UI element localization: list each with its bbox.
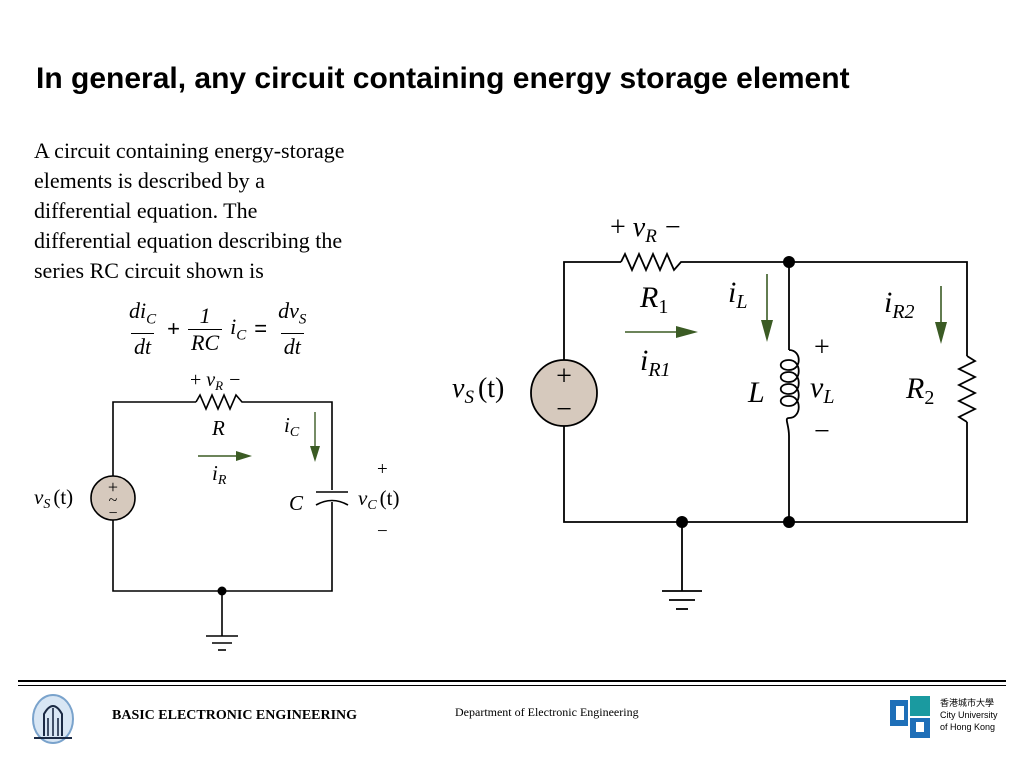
rl-wire-top-right: [688, 261, 968, 356]
rc-circuit-diagram: + ~ − +vR− R iC iR vS(t) C + vC(t) −: [34, 369, 400, 651]
rc-source-tilde: ~: [109, 492, 118, 509]
course-name: BASIC ELECTRONIC ENGINEERING: [112, 708, 358, 723]
rc-ground-node: [217, 586, 227, 596]
rc-vs-label: vS(t): [34, 485, 73, 512]
differential-equation: diC dt + 1 RC iC = dvS dt: [126, 298, 309, 360]
rl-ir2-label: iR2: [884, 286, 915, 323]
eq-lhs-den: dt: [131, 332, 155, 360]
description-line: A circuit containing energy-storage: [34, 138, 345, 163]
rl-source-minus: −: [556, 394, 572, 425]
slide-title: In general, any circuit containing energ…: [36, 62, 850, 95]
university-name-line: of Hong Kong: [940, 722, 996, 732]
rc-voltage-source: [90, 475, 136, 521]
rl-node-top: [783, 256, 795, 268]
rl-vr-label: +vR−: [610, 212, 681, 247]
rl-vl-minus: −: [814, 416, 830, 447]
rc-source-minus: −: [108, 505, 117, 522]
eq-rhs-den: dt: [280, 332, 304, 360]
rc-vc-plus: +: [377, 459, 388, 480]
eq-term-sub: C: [236, 327, 247, 344]
rc-ic-label: iC: [284, 413, 300, 440]
description-line: differential equation. The: [34, 198, 258, 223]
rc-ir-label: iR: [212, 461, 227, 488]
rl-r2-label: R2: [905, 372, 934, 409]
rl-il-label: iL: [728, 276, 747, 313]
rc-arrow-ir-head: [236, 451, 252, 461]
rl-wire-right-bottom: [563, 422, 968, 523]
eq-term-base: i: [230, 313, 237, 339]
description-line: elements is described by a: [34, 168, 265, 193]
rc-resistor: [195, 392, 246, 412]
rl-vs-label: vS(t): [452, 373, 504, 408]
rl-r1-label: R1: [639, 281, 668, 318]
rl-vl-plus: +: [814, 332, 830, 363]
rc-c-label: C: [289, 491, 304, 515]
university-logo-icon: [890, 696, 930, 738]
rl-arrow-ir1-head: [676, 326, 698, 338]
eq-coef-den: RC: [188, 328, 223, 356]
footer-divider: [18, 680, 1006, 682]
rl-vl-label: vL: [810, 371, 834, 408]
rc-r-label: R: [211, 416, 225, 440]
rl-inductor: [779, 349, 800, 437]
rl-voltage-source: [530, 359, 598, 427]
eq-plus: +: [167, 316, 180, 341]
rl-ir1-label: iR1: [640, 344, 671, 381]
eq-coef-num: 1: [199, 302, 211, 328]
rc-source-plus: +: [108, 477, 118, 497]
eq-lhs-fraction: diC dt: [126, 298, 159, 359]
university-name: 香港城市大學 City University of Hong Kong: [940, 697, 998, 733]
rl-node-ground: [676, 516, 688, 528]
rl-arrow-ir2-head: [935, 322, 947, 344]
eq-rhs-num: dv: [278, 298, 299, 324]
eq-equals: =: [254, 316, 268, 341]
eq-coef-fraction: 1 RC: [188, 302, 223, 356]
rl-resistor-r2: [956, 355, 978, 423]
department-logo-icon: [32, 694, 74, 744]
eq-lhs-num-sub: C: [146, 311, 157, 328]
eq-rhs-num-sub: S: [298, 311, 307, 328]
rc-arrow-ic-head: [310, 446, 320, 462]
description-line: differential equation describing the: [34, 228, 343, 253]
rl-resistor-r1: [620, 251, 688, 273]
rl-node-bottom: [783, 516, 795, 528]
eq-term: iC: [230, 314, 246, 344]
rl-l-label: L: [747, 376, 765, 409]
university-name-line: City University: [940, 710, 998, 720]
description-line: series RC circuit shown is: [34, 258, 264, 283]
rc-vr-label: +vR−: [190, 369, 240, 393]
footer-divider-thin: [18, 685, 1006, 686]
rl-arrow-il-head: [761, 320, 773, 342]
rl-wire-top-left: [563, 261, 621, 366]
rc-wire-top-right: [246, 401, 333, 490]
description-paragraph: A circuit containing energy-storage elem…: [34, 136, 424, 286]
rc-vc-minus: −: [377, 521, 388, 542]
department-name: Department of Electronic Engineering: [455, 705, 639, 719]
university-name-chinese: 香港城市大學: [940, 698, 995, 708]
eq-lhs-num: di: [129, 298, 147, 324]
rl-circuit-diagram: + − +vR− R1 iR1 iL iR2 vS(t) L + vL − R2: [452, 212, 978, 610]
rc-vc-label: vC(t): [358, 486, 400, 513]
rl-source-plus: +: [556, 361, 572, 392]
rc-wire-top-left: [112, 401, 196, 480]
eq-rhs-fraction: dvS dt: [275, 298, 309, 359]
rc-capacitor-plate-bottom: [315, 499, 349, 506]
